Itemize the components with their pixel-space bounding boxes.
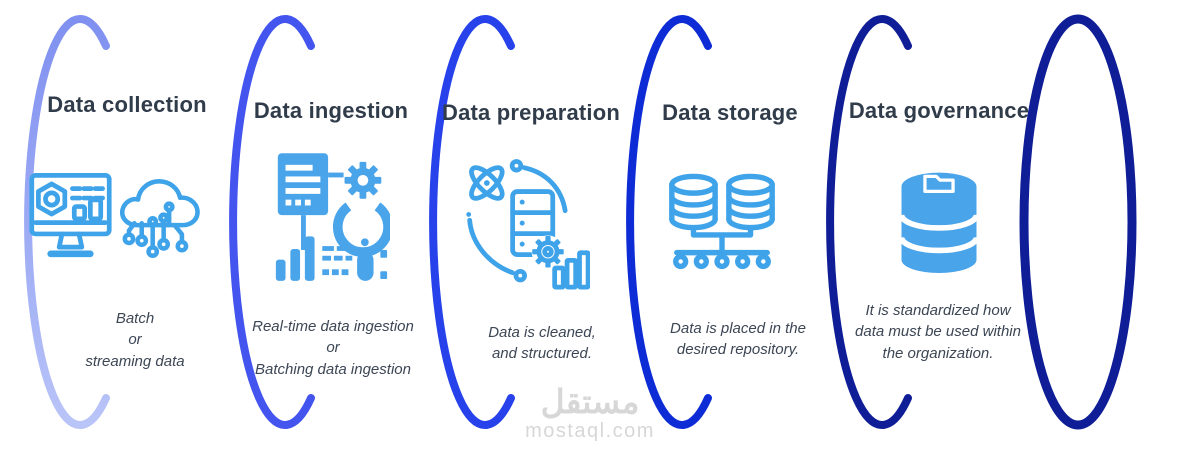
monitor-analytics-icon [29,173,112,258]
stage-title-data-governance: Data governance [848,98,1030,123]
stage-arc-data-storage [626,15,712,429]
watermark-arabic-logo: مستقل [540,383,640,420]
stage-desc-data-preparation: Data is cleaned, and structured. [488,324,596,363]
stage-title-data-ingestion: Data ingestion [253,98,409,123]
stage-arc-data-collection [24,15,110,429]
data-ingestion-icon [275,153,390,281]
stage-title-data-preparation: Data preparation [441,100,621,125]
watermark-domain: mostaql.com [525,420,655,443]
stage-title-data-collection: Data collection [47,92,207,117]
stage-desc-data-ingestion: Real-time data ingestion or Batching dat… [252,318,414,378]
stage-desc-data-storage: Data is placed in the desired repository… [670,320,806,359]
data-storage-icon [669,173,775,270]
data-governance-icon [898,172,980,273]
stage-desc-data-collection: Batch or streaming data [85,310,185,370]
tube-end-cap [1019,14,1137,430]
stage-arc-data-ingestion [229,15,315,429]
data-preparation-icon [466,159,590,290]
stage-arc-data-preparation [429,15,515,429]
stage-title-data-storage: Data storage [662,100,798,125]
stage-arc-data-governance [826,15,912,429]
cloud-circuit-icon [119,179,200,258]
stage-desc-data-governance: It is standardized how data must be used… [855,302,1021,362]
watermark: مستقل mostaql.com [470,383,710,443]
